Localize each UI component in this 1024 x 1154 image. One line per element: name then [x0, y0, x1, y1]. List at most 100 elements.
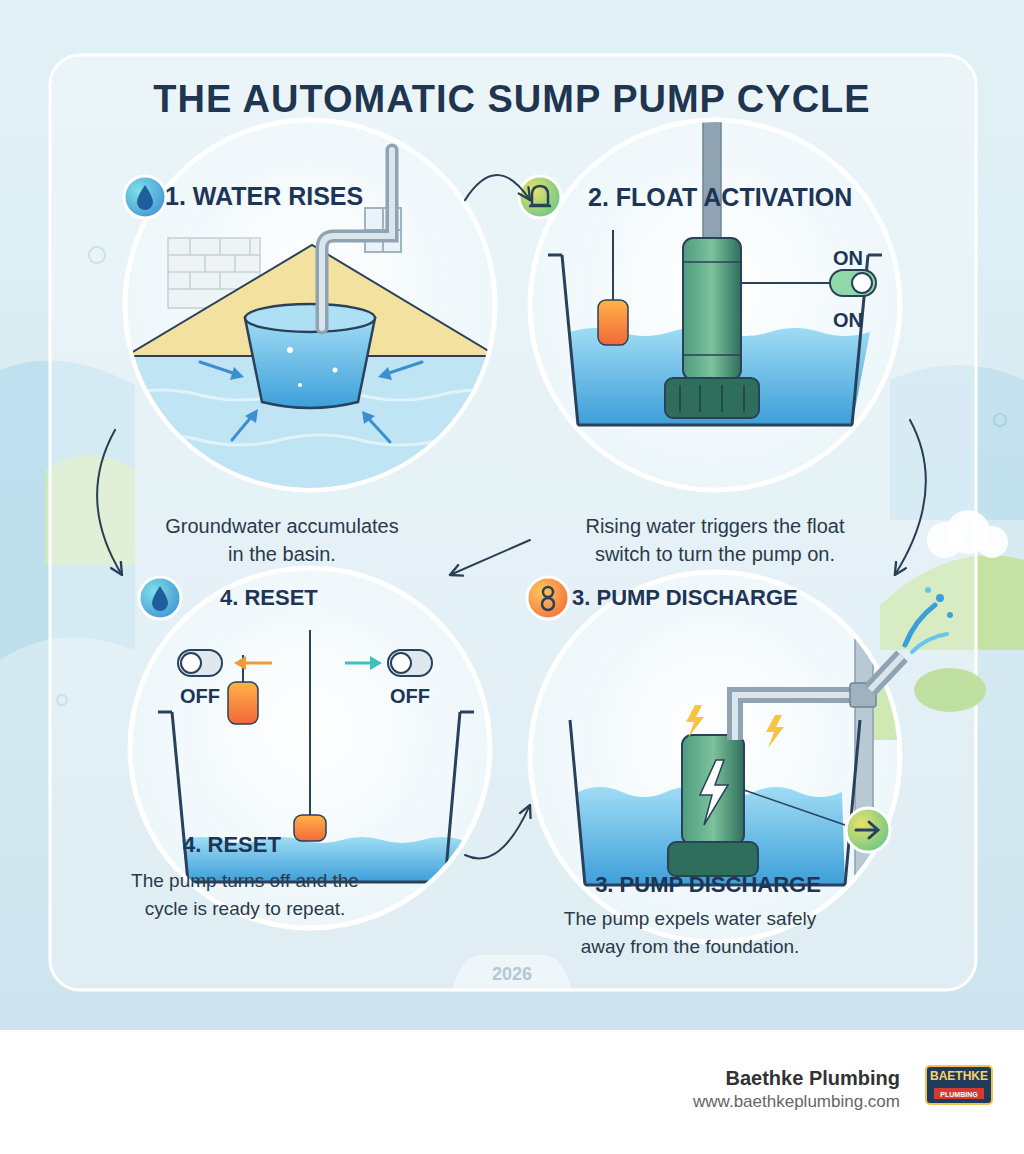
water-rises-illustration	[287, 347, 293, 353]
reset-illustration	[234, 656, 246, 670]
water-rises-illustration	[168, 254, 260, 256]
float-activation-illustration	[548, 254, 562, 257]
pump-discharge-illustration	[744, 790, 848, 826]
float-activation-illustration	[741, 282, 830, 284]
reset-illustration	[391, 653, 411, 673]
step-panel: 3. PUMP DISCHARGE 3. PUMP DISCHARGE The pu…	[530, 575, 910, 970]
cycle-arrow	[895, 420, 926, 575]
water-rises-illustration	[322, 150, 392, 328]
step-description: The pump expels water safely away from t…	[550, 905, 830, 961]
step-heading: 3. PUMP DISCHARGE	[572, 585, 902, 611]
float-activation-illustration	[721, 385, 723, 412]
water-rises-illustration	[368, 418, 390, 442]
pump-discharge-illustration	[570, 720, 860, 885]
reset-illustration	[370, 656, 382, 670]
water-rises-illustration	[219, 272, 221, 289]
reset-illustration	[309, 630, 311, 815]
pump-discharge-illustration	[735, 695, 858, 740]
step-icons	[529, 186, 551, 206]
cycle-arrow	[97, 430, 122, 575]
float-activation-illustration	[665, 378, 759, 418]
step-heading: 4. RESET	[115, 832, 349, 858]
step-heading: 2. FLOAT ACTIVATION	[588, 182, 908, 212]
pump-discharge-illustration	[682, 735, 744, 845]
pump-discharge-illustration	[668, 842, 758, 876]
company-logo	[926, 1066, 992, 1104]
cycle-arrow	[465, 175, 530, 200]
step-description: Groundwater accumulates in the basin.	[160, 512, 404, 568]
step-icons	[139, 577, 181, 619]
water-rises-illustration	[230, 367, 244, 380]
water-rises-illustration	[249, 238, 251, 255]
decor-landscape	[994, 414, 1006, 426]
cycle-arrow	[450, 540, 530, 575]
pump-discharge-illustration	[912, 634, 947, 652]
water-rises-illustration	[234, 255, 236, 272]
logo-text: PLUMBING	[934, 1089, 984, 1100]
water-rises-illustration	[333, 368, 338, 373]
pump-discharge-illustration	[700, 760, 728, 825]
water-rises-illustration	[386, 362, 422, 374]
water-rises-illustration	[298, 383, 302, 387]
step-panel: 1. WATER RISES Groundwater accumulates in…	[115, 115, 465, 570]
page-background	[0, 0, 1024, 1030]
step-icons	[124, 176, 166, 218]
reset-illustration	[244, 662, 272, 665]
diagram-title: THE AUTOMATIC SUMP PUMP CYCLE	[0, 78, 1024, 121]
reset-illustration	[181, 653, 201, 673]
reset-illustration	[345, 662, 372, 665]
water-rises-illustration	[204, 255, 206, 272]
water-rises-illustration	[245, 304, 375, 332]
company-name: Baethke Plumbing	[500, 1066, 900, 1090]
logo-text: BAETHKE	[926, 1069, 992, 1083]
float-activation-illustration	[683, 238, 741, 380]
water-rises-illustration	[362, 411, 375, 424]
step-icons	[152, 586, 168, 611]
float-activation-illustration	[598, 300, 628, 345]
water-rises-illustration	[219, 238, 221, 255]
pump-discharge-illustration	[766, 715, 784, 748]
water-rises-illustration	[232, 416, 252, 440]
cycle-arrow	[465, 805, 530, 859]
water-rises-illustration	[378, 367, 392, 380]
float-activation-illustration	[852, 273, 872, 293]
step-heading: 3. PUMP DISCHARGE	[530, 872, 886, 898]
company-url: www.baethkeplumbing.com	[500, 1092, 900, 1112]
pump-discharge-illustration	[846, 808, 890, 852]
step-icons	[527, 577, 569, 619]
pump-discharge-illustration	[686, 705, 704, 738]
pump-discharge-illustration	[570, 570, 913, 890]
decor-landscape	[976, 526, 1008, 558]
float-activation-illustration	[679, 385, 681, 412]
float-activation-illustration	[548, 110, 882, 425]
step-heading: 4. RESET	[220, 585, 420, 611]
step-circles	[530, 572, 900, 942]
step-heading: 1. WATER RISES	[165, 181, 455, 211]
step-panel: 2. FLOAT ACTIVATIONRising water triggers…	[530, 115, 910, 570]
water-rises-illustration	[322, 150, 392, 328]
reset-illustration	[158, 711, 172, 714]
step-description: The pump turns off and the cycle is read…	[125, 867, 365, 923]
water-rises-illustration	[200, 362, 422, 442]
pump-discharge-illustration	[735, 695, 858, 740]
water-rises-illustration	[120, 435, 520, 445]
reset-illustration	[294, 815, 326, 841]
pump-discharge-illustration	[914, 668, 986, 712]
reset-illustration	[178, 650, 222, 676]
year-mark: 2026	[462, 963, 562, 985]
company-logo	[926, 1066, 992, 1104]
pump-discharge-illustration	[870, 656, 902, 690]
step-panel: 4. RESET 4. RESET The pump turns off and t…	[115, 575, 465, 940]
water-rises-illustration	[189, 238, 191, 255]
float-activation-illustration	[743, 385, 745, 412]
pump-discharge-illustration	[947, 612, 953, 618]
pump-discharge-illustration	[856, 822, 878, 838]
float-activation-illustration	[830, 270, 876, 296]
water-rises-illustration	[120, 150, 520, 505]
float-activation-illustration	[612, 230, 614, 300]
reset-illustration	[388, 650, 432, 676]
pump-discharge-illustration	[570, 570, 986, 890]
switch-state: ON	[818, 308, 878, 332]
